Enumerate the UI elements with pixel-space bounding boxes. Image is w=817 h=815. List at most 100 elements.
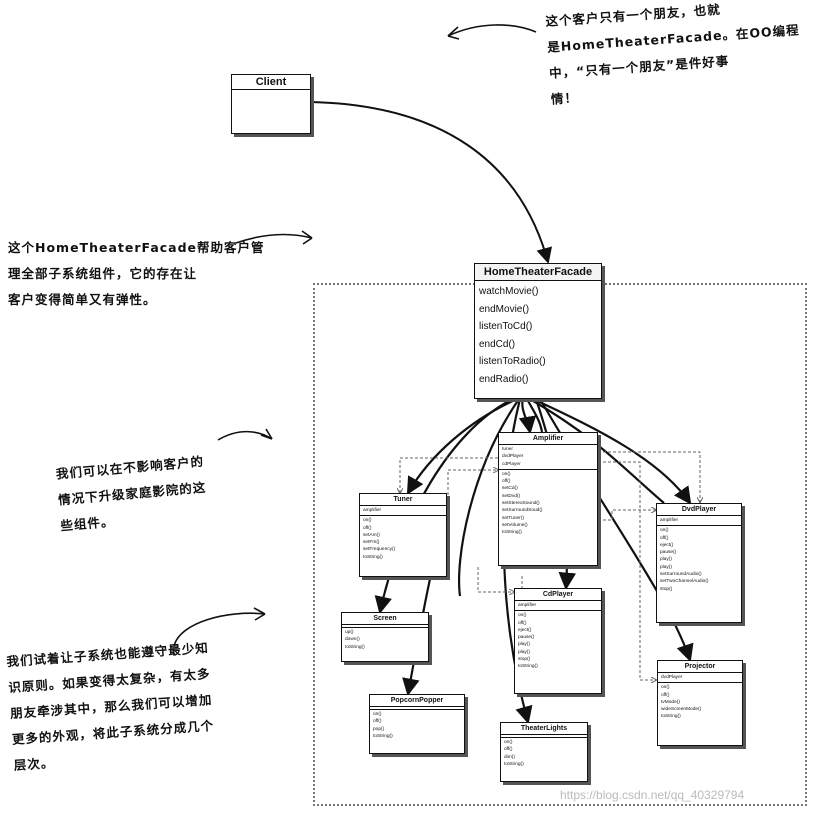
- method: off(): [661, 692, 670, 698]
- field: dvdPlayer: [502, 454, 524, 460]
- field: amplifier: [660, 518, 679, 523]
- class-name: PopcornPopper: [370, 695, 464, 707]
- method: toString(): [363, 554, 383, 560]
- class-fields: tuner dvdPlayer cdPlayer: [499, 445, 597, 470]
- class-methods: on() off() pop() toString(): [370, 710, 464, 741]
- watermark-text: https://blog.csdn.net/qq_40329794: [560, 788, 745, 802]
- method: setStereoSound(): [502, 501, 540, 507]
- class-methods: on() off() setCd() setDvd() setStereoSou…: [499, 470, 597, 538]
- method: toString(): [502, 530, 522, 536]
- method: pop(): [373, 726, 385, 732]
- method: setVolume(): [502, 522, 528, 528]
- method: wideScreenMode(): [661, 707, 702, 713]
- method: pause(): [660, 550, 677, 556]
- method: off(): [504, 747, 513, 753]
- method: up(): [345, 630, 354, 635]
- field: amplifier: [518, 603, 537, 608]
- class-fields: [501, 735, 587, 738]
- method: on(): [660, 528, 669, 534]
- method: setFrequency(): [363, 547, 396, 553]
- method: endRadio(): [479, 373, 529, 385]
- class-methods: watchMovie() endMovie() listenToCd() end…: [475, 281, 601, 388]
- method: toString(): [373, 733, 393, 739]
- class-methods: on() off() tvMode() wideScreenMode() toS…: [658, 683, 742, 721]
- client-facade-link: [310, 101, 552, 264]
- tuner-class: Tuner amplifier on() off() setAm() setFm…: [359, 493, 447, 577]
- note-line: 理全部子系统组件，它的存在让: [8, 266, 198, 281]
- class-fields: [342, 625, 428, 628]
- method: on(): [502, 471, 511, 477]
- method: watchMovie(): [479, 286, 539, 297]
- method: setFm(): [363, 540, 380, 546]
- method: setTuner(): [502, 515, 524, 521]
- cdplayer-class: CdPlayer amplifier on() off() eject() pa…: [514, 588, 602, 694]
- class-name: TheaterLights: [501, 723, 587, 735]
- method: off(): [502, 479, 511, 485]
- method: setDvd(): [502, 493, 521, 499]
- method: toString(): [345, 644, 365, 650]
- class-fields: dvdPlayer: [658, 673, 742, 684]
- method: endCd(): [479, 338, 516, 350]
- method: pause(): [518, 635, 535, 641]
- method: on(): [661, 685, 670, 691]
- dvdplayer-class: DvdPlayer amplifier on() off() eject() p…: [656, 503, 742, 623]
- field: amplifier: [363, 508, 382, 513]
- field: dvdPlayer: [661, 675, 683, 680]
- class-name: DvdPlayer: [657, 504, 741, 516]
- class-fields: [232, 90, 310, 104]
- method: on(): [518, 613, 527, 619]
- method: off(): [660, 535, 669, 541]
- component-association-links: [400, 451, 700, 680]
- note-arrow-head: [260, 428, 273, 440]
- method: toString(): [661, 714, 681, 720]
- method: off(): [518, 620, 527, 626]
- method: setCd(): [502, 486, 518, 492]
- method: stop(): [518, 657, 531, 663]
- method: endMovie(): [479, 303, 530, 315]
- projector-class: Projector dvdPlayer on() off() tvMode() …: [657, 660, 743, 746]
- facade-class: HomeTheaterFacade watchMovie() endMovie(…: [474, 263, 602, 399]
- note-arrow-head: [301, 230, 313, 245]
- method: tvMode(): [661, 699, 680, 705]
- note-line: 客户变得简单又有弹性。: [8, 292, 157, 307]
- method: off(): [373, 719, 382, 725]
- note-facade-helps-client: 这个HomeTheaterFacade帮助客户管 理全部子系统组件，它的存在让 …: [8, 235, 265, 313]
- class-methods: on() off() dim() toString(): [501, 738, 587, 769]
- class-name: CdPlayer: [515, 589, 601, 601]
- class-name: Amplifier: [499, 433, 597, 445]
- screen-class: Screen up() down() toString(): [341, 612, 429, 662]
- class-methods: on() off() eject() pause() play() play()…: [657, 526, 741, 594]
- method: dim(): [504, 754, 515, 760]
- class-name: Client: [232, 75, 310, 90]
- method: on(): [504, 740, 513, 745]
- class-fields: amplifier: [360, 506, 446, 517]
- note-arrow-client: [447, 24, 537, 37]
- method: off(): [363, 525, 372, 531]
- class-methods: up() down() toString(): [342, 628, 428, 652]
- method: down(): [345, 637, 360, 643]
- class-name: Tuner: [360, 494, 446, 506]
- method: stop(): [660, 586, 673, 592]
- note-arrow-principle: [173, 612, 266, 647]
- method: toString(): [504, 761, 524, 767]
- method: listenToCd(): [479, 321, 533, 332]
- class-fields: amplifier: [515, 601, 601, 612]
- note-arrow-facade: [235, 233, 313, 244]
- method: eject(): [518, 627, 532, 633]
- note-arrow-head: [447, 26, 460, 40]
- method: setTwoChannelAudio(): [660, 579, 709, 585]
- method: play(): [518, 649, 530, 655]
- amplifier-class: Amplifier tuner dvdPlayer cdPlayer on() …: [498, 432, 598, 566]
- class-methods: on() off() eject() pause() play() play()…: [515, 611, 601, 671]
- class-fields: amplifier: [657, 516, 741, 527]
- client-class: Client: [231, 74, 311, 134]
- method: on(): [363, 518, 372, 524]
- method: toString(): [518, 664, 538, 670]
- class-name: HomeTheaterFacade: [475, 264, 601, 281]
- class-name: Projector: [658, 661, 742, 673]
- note-line: 这个HomeTheaterFacade帮助客户管: [8, 240, 265, 255]
- method: play(): [660, 557, 672, 563]
- method: eject(): [660, 542, 674, 548]
- theaterlights-class: TheaterLights on() off() dim() toString(…: [500, 722, 588, 782]
- field: tuner: [502, 447, 513, 452]
